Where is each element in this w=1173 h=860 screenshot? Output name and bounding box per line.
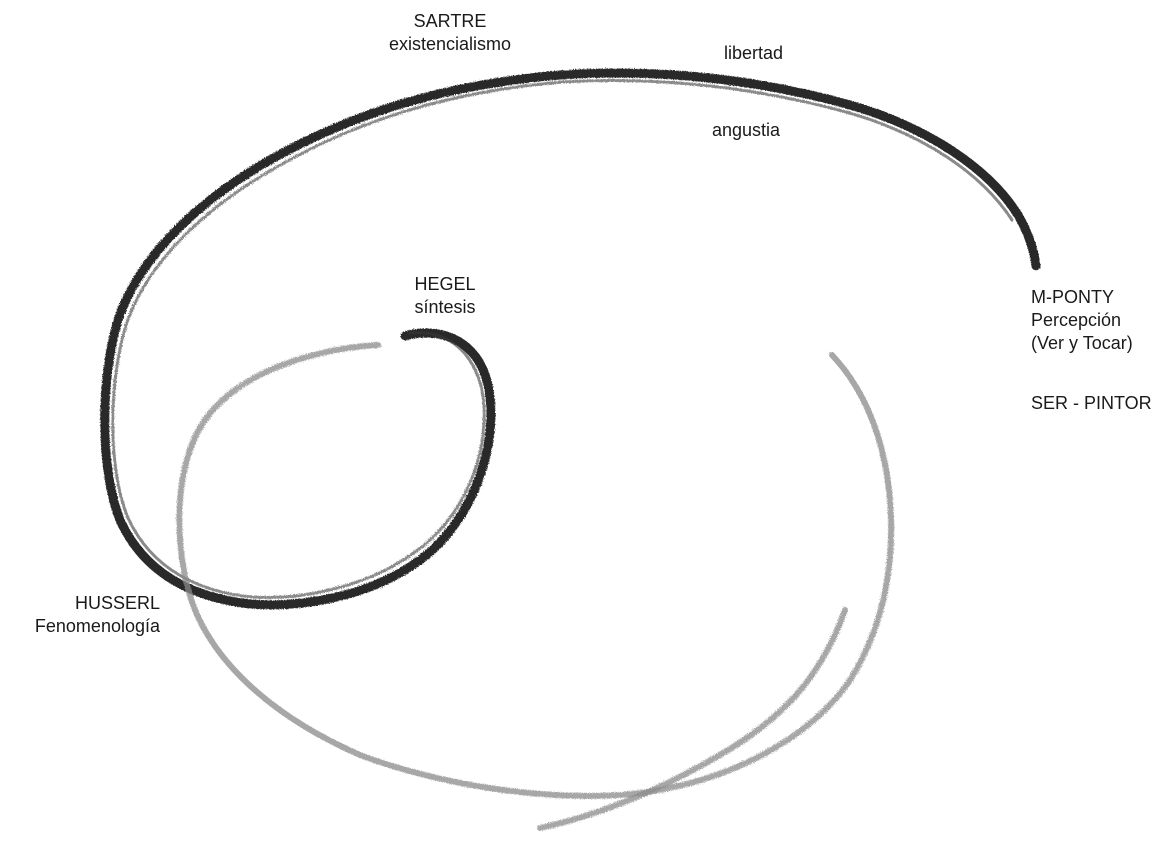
angustia-text: angustia [712, 119, 780, 142]
husserl-subtitle: Fenomenología [0, 615, 160, 638]
mponty-note: (Ver y Tocar) [1031, 332, 1133, 355]
hegel-title: HEGEL [400, 273, 490, 296]
label-angustia: angustia [712, 119, 780, 142]
mponty-title: M-PONTY [1031, 286, 1133, 309]
label-mponty: M-PONTY Percepción (Ver y Tocar) [1031, 286, 1133, 355]
dark-spiral-stroke [105, 73, 1036, 605]
ser-pintor-text: SER - PINTOR [1031, 392, 1152, 415]
dark-stroke-main [105, 73, 1036, 605]
sartre-subtitle: existencialismo [340, 33, 560, 56]
label-ser-pintor: SER - PINTOR [1031, 392, 1152, 415]
label-hegel: HEGEL síntesis [400, 273, 490, 319]
dark-stroke-texture [113, 80, 1012, 597]
light-spiral-stroke [179, 345, 891, 828]
label-sartre: SARTRE existencialismo [340, 10, 560, 56]
label-libertad: libertad [724, 42, 783, 65]
light-stroke-main [179, 345, 891, 796]
label-husserl: HUSSERL Fenomenología [0, 592, 160, 638]
sartre-title: SARTRE [340, 10, 560, 33]
libertad-text: libertad [724, 42, 783, 65]
mponty-subtitle: Percepción [1031, 309, 1133, 332]
husserl-title: HUSSERL [0, 592, 160, 615]
hegel-subtitle: síntesis [400, 296, 490, 319]
